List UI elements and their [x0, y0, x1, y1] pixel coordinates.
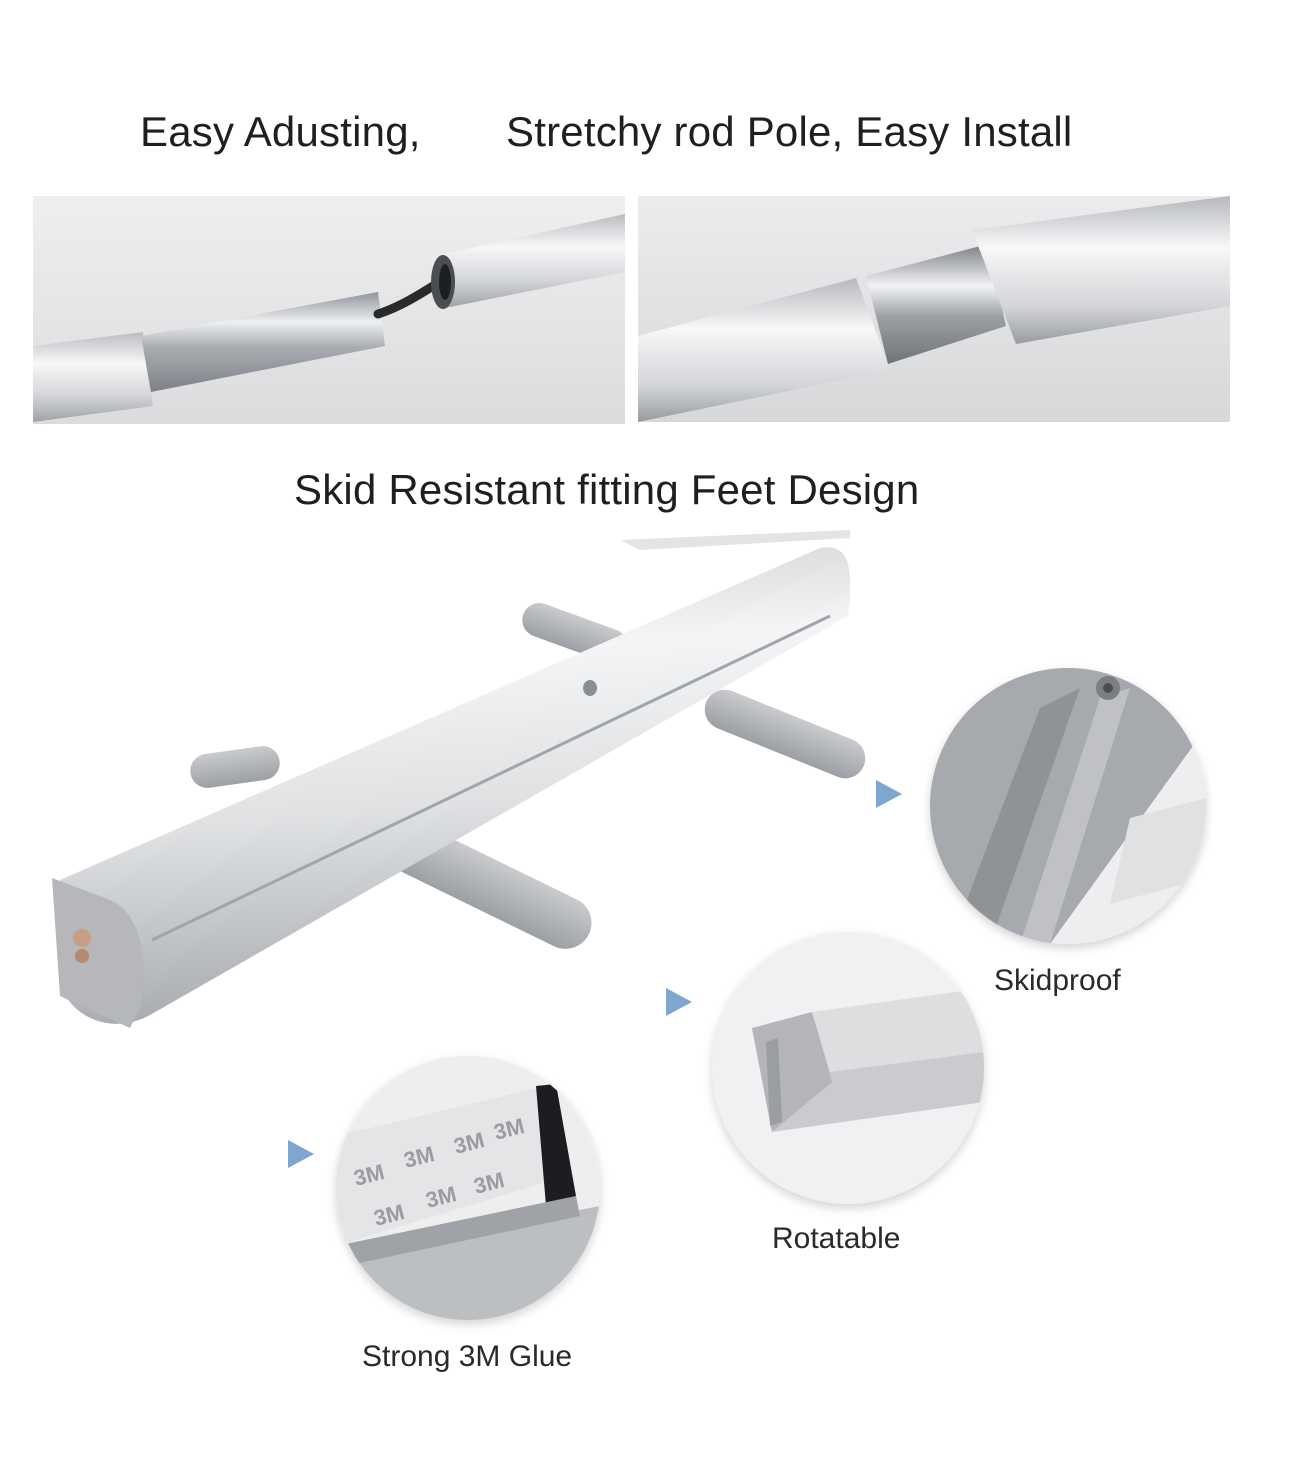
stand-foot: [388, 823, 592, 949]
stand-foot: [190, 746, 280, 788]
stand-foot: [704, 689, 866, 779]
rotatable-detail-photo: [712, 932, 984, 1204]
skidproof-label: Skidproof: [994, 964, 1121, 997]
stand-base-bar: [60, 547, 851, 1024]
heading-easy-adjusting: Easy Adusting,: [140, 108, 421, 155]
pole-install-photo: [638, 196, 1230, 422]
glue-detail-photo: 3M 3M 3M 3M 3M 3M 3M: [336, 1056, 600, 1320]
glue-label: Strong 3M Glue: [362, 1340, 573, 1373]
skidproof-detail-photo: [930, 668, 1206, 944]
glue-pointer-icon: [288, 1140, 314, 1168]
pole-adjusting-photo: [33, 196, 625, 424]
rollup-stand-base-image: [52, 530, 866, 1028]
heading-stretchy-rod-pole: Stretchy rod Pole, Easy Install: [506, 108, 1073, 155]
rotatable-label: Rotatable: [772, 1222, 901, 1255]
heading-skid-resistant-feet: Skid Resistant fitting Feet Design: [294, 466, 920, 513]
rotatable-pointer-icon: [666, 988, 692, 1016]
stand-end-cap: [52, 878, 144, 1028]
skidproof-pointer-icon: [876, 780, 902, 808]
